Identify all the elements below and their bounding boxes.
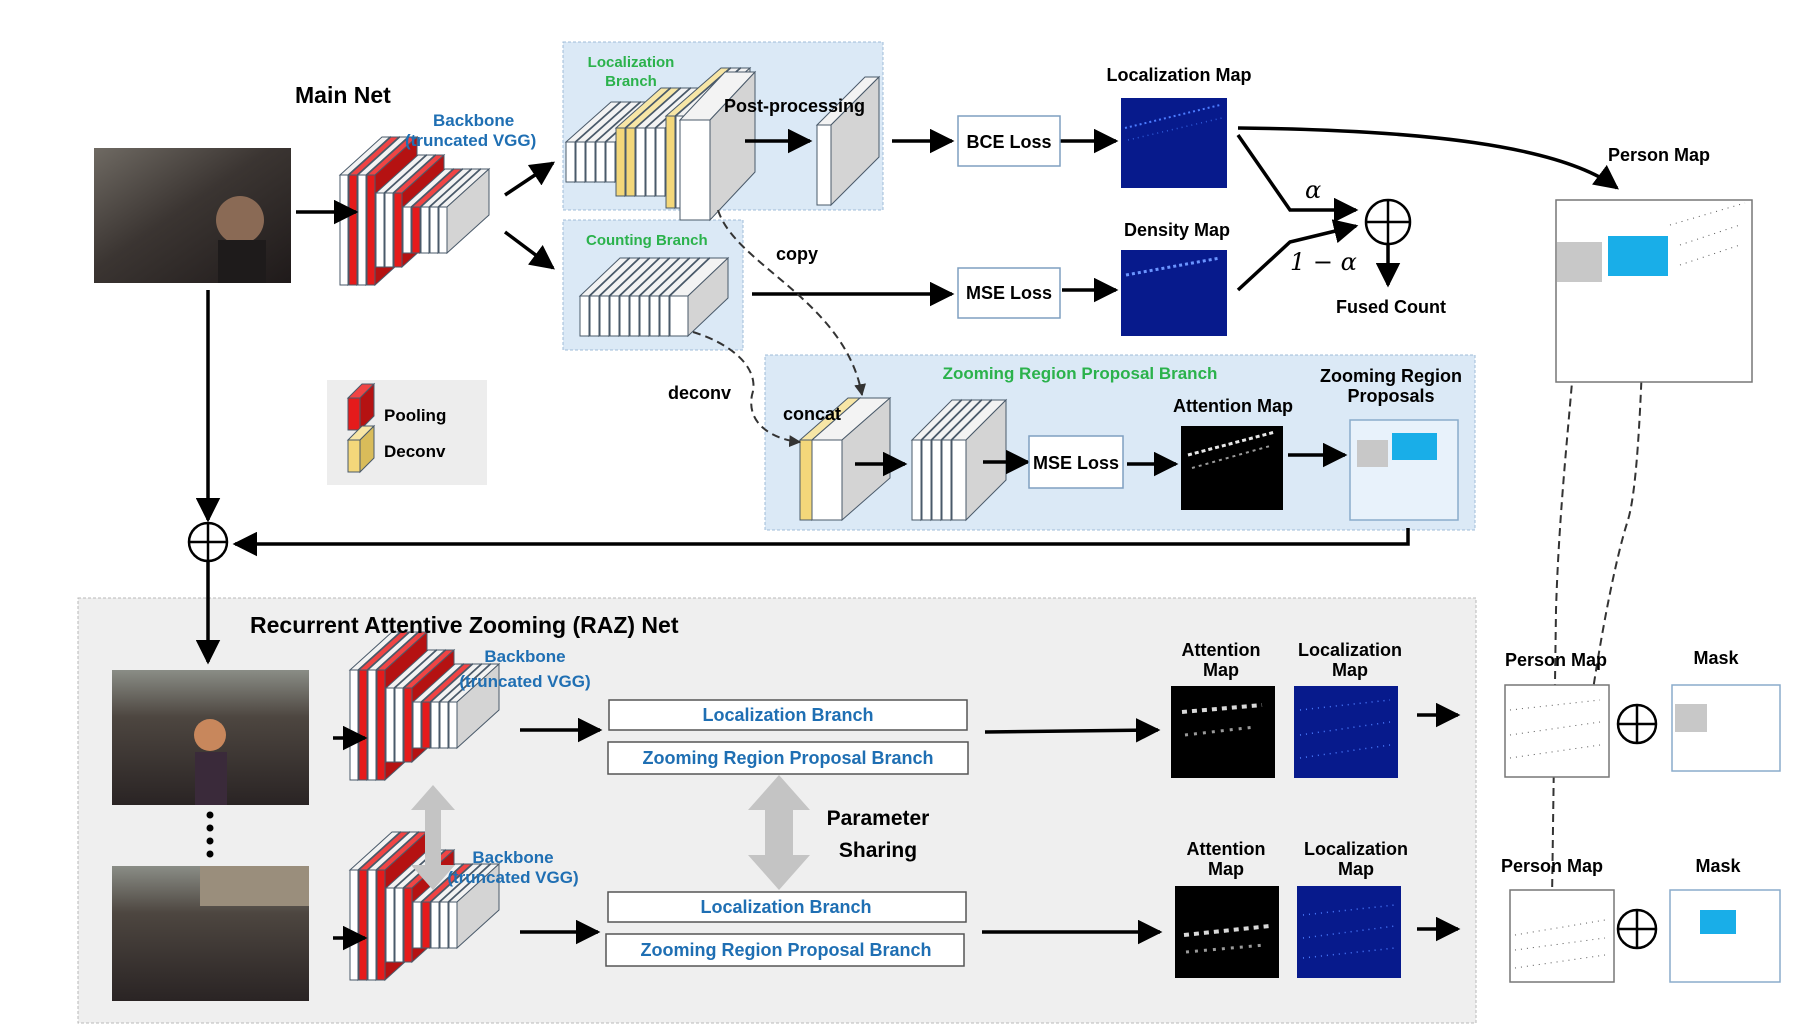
raz-ellipsis-dots: [206, 811, 214, 858]
post-processing-layer: [815, 75, 881, 207]
alpha-label: α: [1305, 176, 1321, 204]
raz-row2-person-map: [1509, 889, 1615, 983]
mse-loss-box: [957, 267, 1061, 319]
zrp-mse-loss-label: MSE Loss: [1033, 453, 1119, 473]
raz-branch-boxes: [605, 699, 969, 967]
localization-branch-title-line2: Branch: [605, 73, 657, 90]
zrp-attention-map-image: [1181, 426, 1283, 510]
raz-row2-mask-title: Mask: [1695, 856, 1741, 876]
raz-row2-backbone-line1: Backbone: [472, 848, 553, 867]
legend-deconv-swatch: [346, 424, 376, 474]
zrp-branch-title: Zooming Region Proposal Branch: [943, 364, 1218, 383]
raz-row1-backbone-line1: Backbone: [484, 647, 565, 666]
raz-row1-attention-line2: Map: [1203, 660, 1239, 680]
raz-row1-loc-branch: Localization Branch: [702, 705, 873, 725]
copy-label: copy: [776, 244, 818, 264]
mse-loss-label: MSE Loss: [966, 283, 1052, 303]
one-minus-alpha-label: 1 − α: [1290, 248, 1357, 276]
deconv-label: deconv: [668, 383, 731, 403]
bce-loss-box: [957, 115, 1061, 167]
raz-row2-attention-map: [1175, 886, 1279, 978]
raz-row1-attention-map: [1171, 686, 1275, 778]
raz-row2-mask: [1669, 889, 1781, 983]
raz-title: Recurrent Attentive Zooming (RAZ) Net: [250, 612, 679, 638]
legend-pooling-swatch: [346, 382, 376, 432]
bce-loss-label: BCE Loss: [966, 132, 1051, 152]
raz-row1-attention-line1: Attention: [1182, 640, 1261, 660]
backbone-label-line1: Backbone: [433, 111, 514, 130]
person-map-title: Person Map: [1608, 145, 1710, 165]
raz-row2-localization-map: [1297, 886, 1401, 978]
raz-row2-attention-line2: Map: [1208, 859, 1244, 879]
connection-arrows: [195, 126, 1619, 665]
localization-branch-title-line1: Localization: [588, 54, 675, 71]
post-processing-label: Post-processing: [724, 96, 865, 116]
layer-stacks: [338, 66, 1008, 982]
zrp-attention-map-title: Attention Map: [1173, 396, 1293, 416]
zrp-proposals-title-line1: Zooming Region: [1320, 366, 1462, 386]
raz-row2-localization-line2: Map: [1338, 859, 1374, 879]
raz-row2-backbone-line2: (truncated VGG): [447, 868, 578, 887]
raz-row2-backbone-layer: [447, 862, 501, 950]
raz-crowd-image-2: [112, 866, 309, 1001]
raz-row1-localization-map: [1294, 686, 1398, 778]
raz-row2-localization-line1: Localization: [1304, 839, 1408, 859]
zrp-proposals-image: [1349, 419, 1459, 521]
raz-row1-person-map-title: Person Map: [1505, 650, 1607, 670]
raz-arrows: [333, 702, 1461, 951]
main-net-title: Main Net: [295, 82, 391, 108]
raz-row1-localization-line1: Localization: [1298, 640, 1402, 660]
fusion-oplus-symbols: [187, 198, 1658, 950]
density-map-image: [1121, 250, 1227, 336]
raz-row1-mask-title: Mask: [1693, 648, 1739, 668]
legend-deconv-label: Deconv: [384, 442, 446, 461]
parameter-sharing-line2: Sharing: [839, 839, 917, 862]
zrp-concat-layer: [810, 396, 892, 522]
localization-map-title: Localization Map: [1106, 65, 1251, 85]
zrp-mse-loss-box: [1028, 435, 1124, 489]
concat-label: concat: [783, 404, 841, 424]
main-backbone-layer: [437, 167, 491, 255]
counting-branch-title: Counting Branch: [586, 232, 708, 249]
legend-pooling-label: Pooling: [384, 406, 446, 425]
input-crowd-image: [94, 148, 291, 283]
raz-row1-person-map: [1504, 684, 1610, 778]
zrp-branch-last-layer: [950, 398, 1008, 522]
raz-row2-person-map-title: Person Map: [1501, 856, 1603, 876]
density-map-title: Density Map: [1124, 220, 1230, 240]
backbone-label-line2: (truncated VGG): [405, 131, 536, 150]
counting-branch-last-layer: [668, 256, 730, 338]
person-map-image: [1555, 199, 1753, 383]
raz-row1-localization-line2: Map: [1332, 660, 1368, 680]
parameter-sharing-arrows: [411, 775, 810, 890]
zrp-proposals-title-line2: Proposals: [1347, 386, 1434, 406]
raz-crowd-image-1: [112, 670, 309, 805]
raz-row2-attention-line1: Attention: [1187, 839, 1266, 859]
localization-branch-last-layer: [678, 70, 757, 222]
raz-row1-backbone-line2: (truncated VGG): [459, 672, 590, 691]
raz-row2-loc-branch: Localization Branch: [700, 897, 871, 917]
labels: Main Net Backbone (truncated VGG) Locali…: [250, 54, 1742, 960]
raz-row1-backbone-layer: [447, 662, 501, 750]
raz-row1-zrp-branch: Zooming Region Proposal Branch: [642, 748, 933, 768]
localization-map-image: [1121, 98, 1227, 188]
raz-row2-zrp-branch: Zooming Region Proposal Branch: [640, 940, 931, 960]
raz-row1-mask: [1671, 684, 1781, 772]
parameter-sharing-line1: Parameter: [827, 807, 930, 830]
fused-count-label: Fused Count: [1336, 297, 1446, 317]
